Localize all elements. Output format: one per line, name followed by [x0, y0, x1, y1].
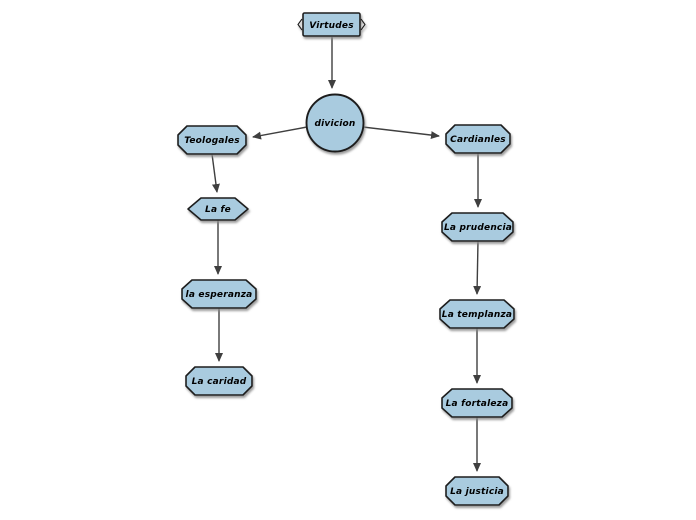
node-label: La templanza: [442, 310, 512, 320]
node-la-prudencia[interactable]: La prudencia: [441, 212, 514, 242]
node-teologales[interactable]: Teologales: [177, 125, 247, 155]
node-divicion[interactable]: divicion: [305, 93, 365, 153]
connector-divicion-teologales[interactable]: [252, 126, 308, 140]
right-notch-icon: [360, 18, 366, 31]
node-label: La caridad: [192, 377, 247, 387]
node-la-fortaleza[interactable]: La fortaleza: [441, 388, 513, 418]
connector-divicion-cardianles[interactable]: [362, 126, 440, 140]
node-la-caridad[interactable]: La caridad: [185, 366, 253, 396]
node-label: Cardianles: [450, 135, 506, 145]
left-notch-icon: [297, 18, 303, 31]
node-la-justicia[interactable]: La justicia: [445, 476, 509, 506]
node-label: La fe: [205, 205, 231, 215]
node-label: divicion: [314, 119, 355, 129]
node-la-fe[interactable]: La fe: [187, 197, 249, 221]
node-la-templanza[interactable]: La templanza: [439, 299, 515, 329]
node-label: La justicia: [450, 487, 504, 497]
node-la-esperanza[interactable]: la esperanza: [181, 279, 257, 309]
node-label: La prudencia: [444, 223, 512, 233]
node-label: La fortaleza: [446, 399, 509, 409]
connector-teologales-lafe[interactable]: [211, 153, 220, 193]
nodes-layer: Virtudes divicion Teologales Cardianles …: [177, 12, 515, 506]
node-label: Virtudes: [309, 21, 354, 31]
node-label: la esperanza: [186, 290, 253, 300]
connectors-layer: [211, 37, 482, 472]
node-virtudes[interactable]: Virtudes: [297, 12, 366, 37]
node-cardianles[interactable]: Cardianles: [445, 124, 511, 154]
connector-laprudencia-latemplanza[interactable]: [473, 240, 482, 295]
node-label: Teologales: [184, 136, 240, 146]
